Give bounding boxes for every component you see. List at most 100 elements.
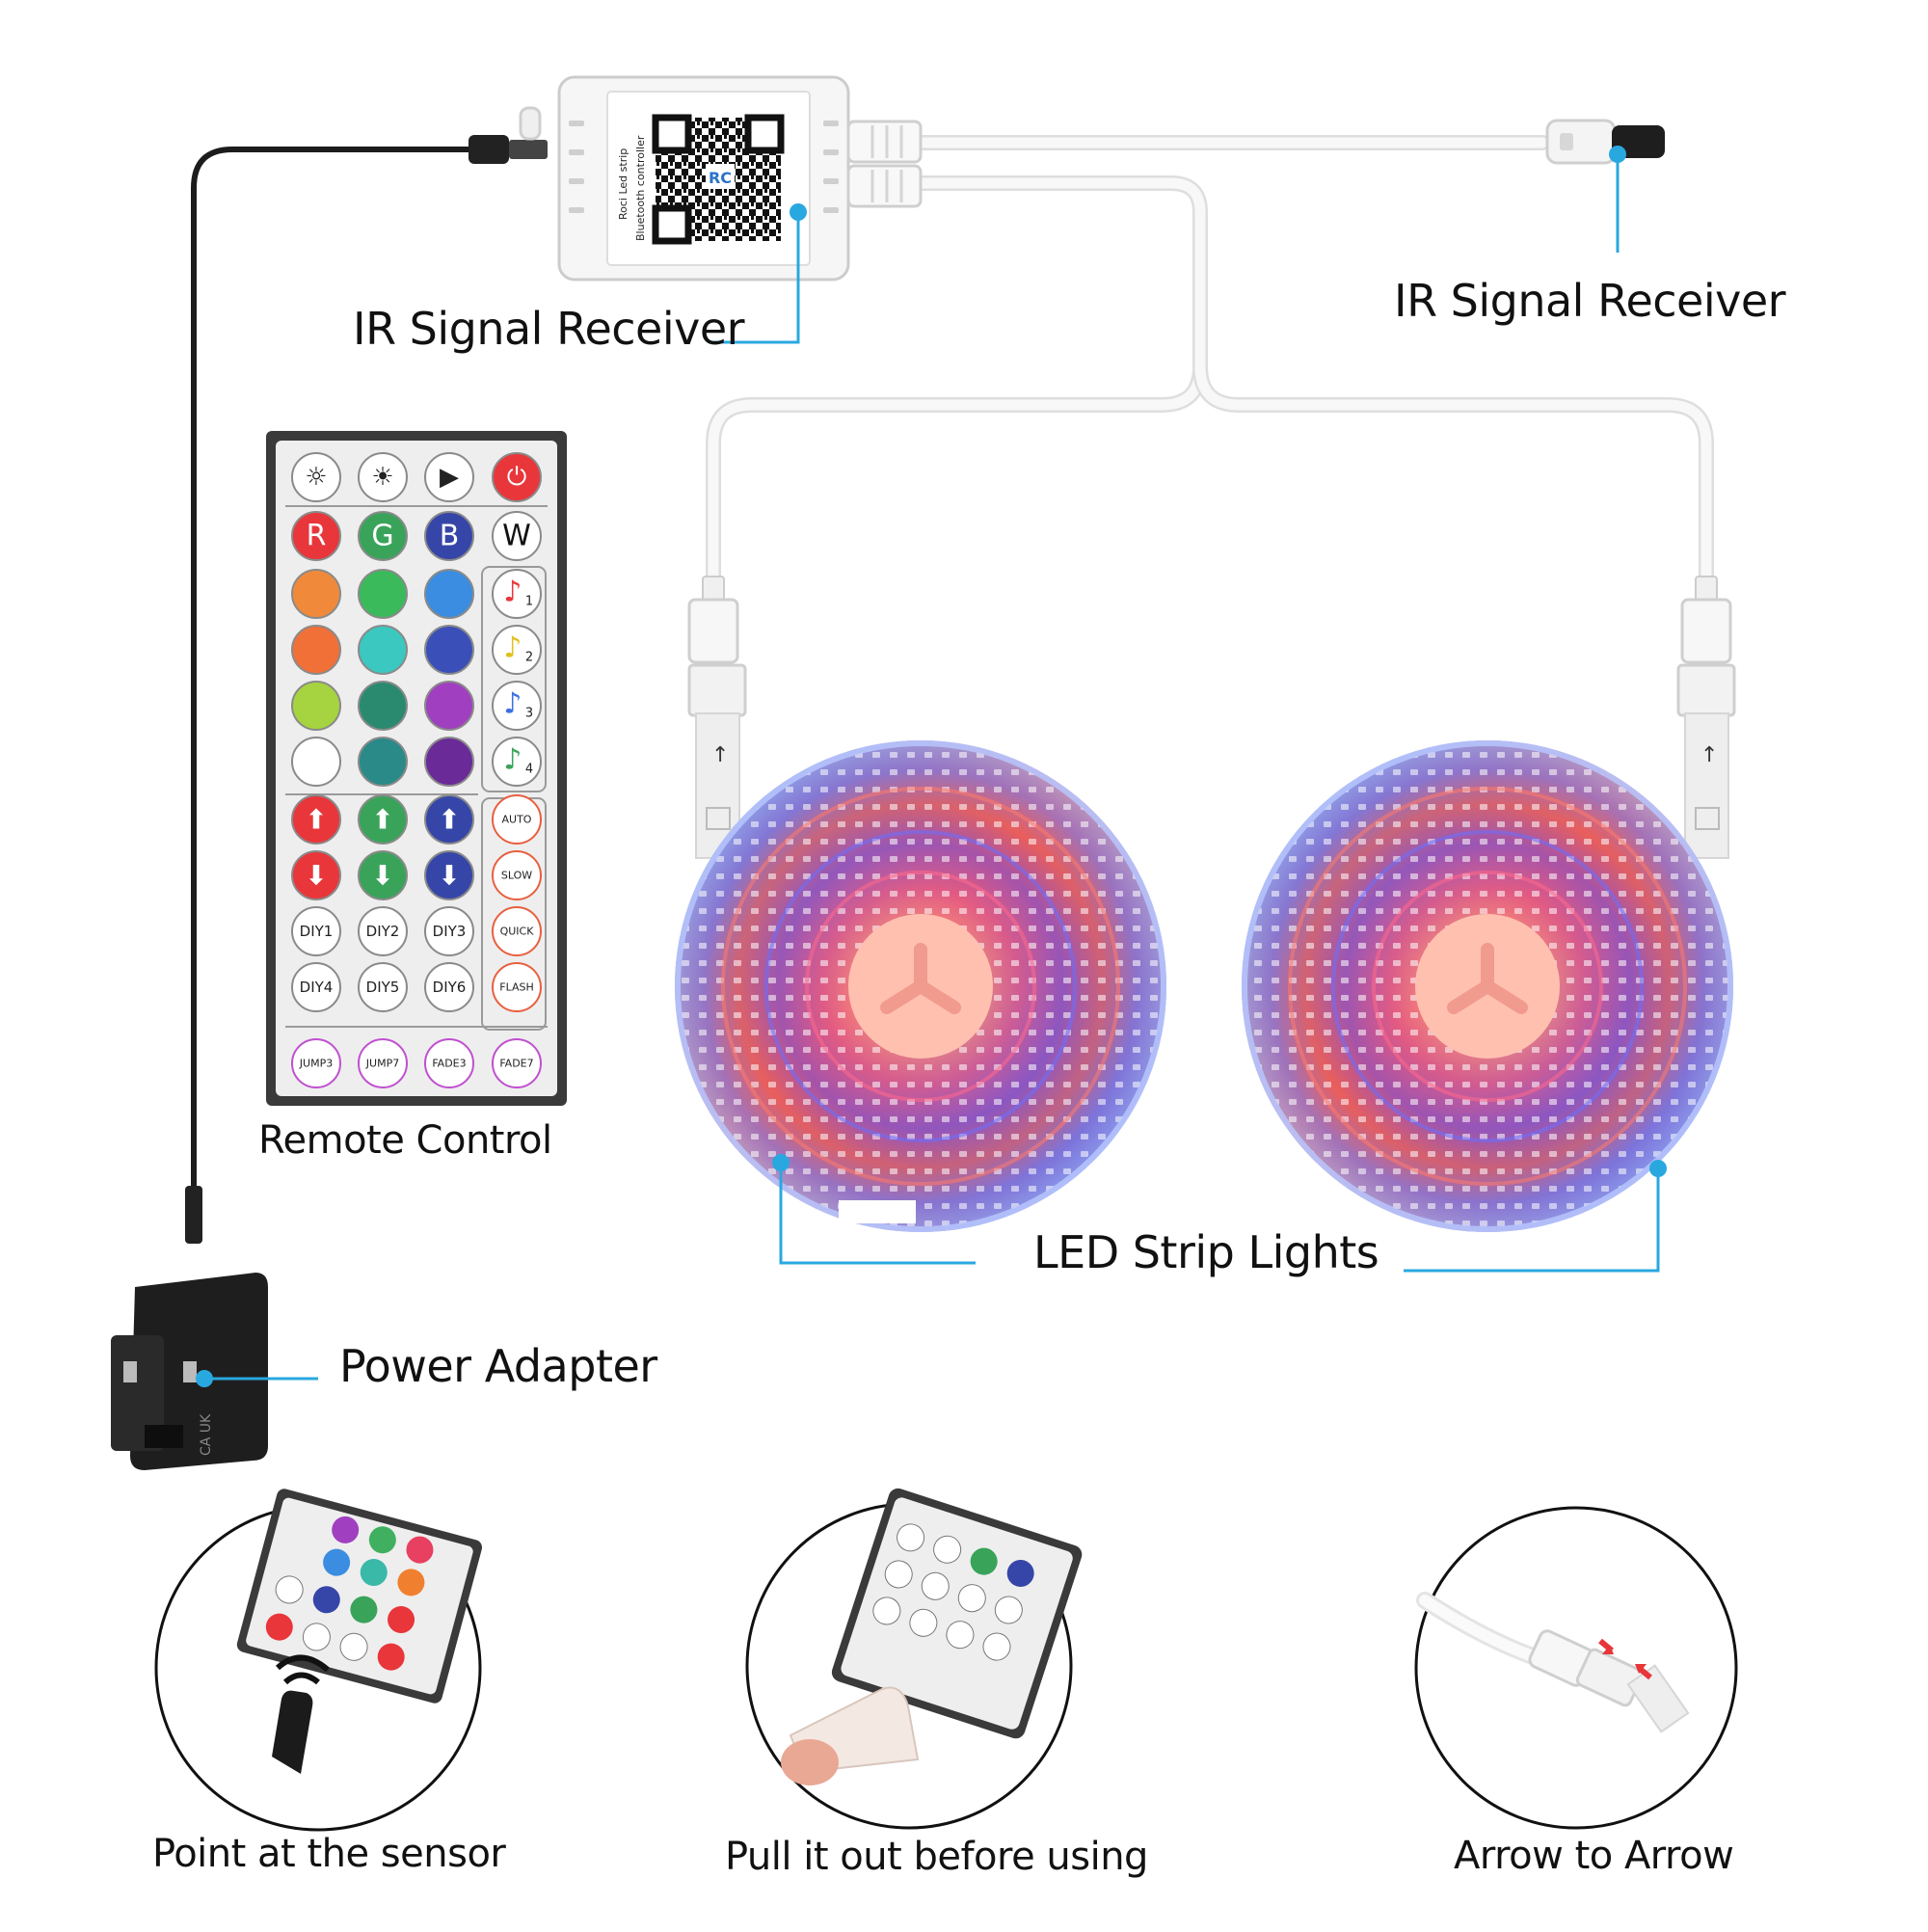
adapter-mark: CA UK	[199, 1413, 214, 1456]
remote-color-button[interactable]	[424, 625, 474, 675]
remote-music-label: 3	[525, 707, 533, 721]
remote-diy2-button[interactable]	[358, 906, 408, 956]
remote-brightness-down-button[interactable]	[291, 452, 341, 502]
remote-diy-label: DIY1	[300, 923, 334, 940]
led-reel-right	[1242, 740, 1733, 1232]
controller-badge: RC	[709, 169, 732, 187]
remote-diy-label: DIY5	[366, 979, 400, 996]
controller-text-2: Bluetooth controller	[634, 135, 647, 241]
remote-diy6-button[interactable]	[424, 962, 474, 1012]
remote-fade3-button[interactable]	[424, 1038, 474, 1088]
remote-color-button[interactable]	[358, 681, 408, 731]
remote-music-2-button[interactable]	[492, 625, 542, 675]
strip-cable-left	[708, 177, 1206, 598]
remote-color-button[interactable]	[291, 625, 341, 675]
remote-play-button[interactable]	[424, 452, 474, 502]
remote-mode-quick-button[interactable]	[492, 906, 542, 956]
dc-plug	[469, 135, 509, 164]
remote-r-button[interactable]	[291, 511, 341, 561]
music-note-icon: ♪	[503, 576, 522, 609]
remote-color-button[interactable]	[424, 737, 474, 787]
remote-diy3-button[interactable]	[424, 906, 474, 956]
strip-arrow-left: ↑	[711, 743, 729, 767]
remote-mode-label: QUICK	[500, 926, 535, 938]
remote-color-button[interactable]	[291, 681, 341, 731]
remote-color-button[interactable]	[291, 569, 341, 619]
remote-color-button[interactable]	[291, 737, 341, 787]
remote-g-button[interactable]	[358, 511, 408, 561]
strip-connector-right: ↑	[1676, 576, 1736, 859]
remote-color-button[interactable]	[358, 625, 408, 675]
brightness-up-icon: ☀	[371, 463, 393, 492]
arrow-down-icon: ⬇	[371, 860, 393, 892]
remote-mode-auto-button[interactable]	[492, 794, 542, 845]
step-circle-3	[1414, 1506, 1738, 1830]
remote-down-button[interactable]	[358, 850, 408, 900]
remote-bottom-label: JUMP7	[365, 1058, 399, 1070]
remote-w-button[interactable]	[492, 511, 542, 561]
remote-diy-label: DIY3	[433, 923, 467, 940]
remote-diy4-button[interactable]	[291, 962, 341, 1012]
remote-diy-label: DIY6	[433, 979, 467, 996]
remote-bottom-label: JUMP3	[299, 1058, 333, 1070]
arrow-up-icon: ⬆	[305, 804, 327, 836]
remote-music-4-button[interactable]	[492, 737, 542, 787]
remote-up-button[interactable]	[291, 794, 341, 845]
arrow-up-icon: ⬆	[371, 804, 393, 836]
strip-cable-right	[1194, 365, 1712, 598]
remote-down-button[interactable]	[291, 850, 341, 900]
remote-music-label: 4	[525, 763, 533, 777]
power-adapter: CA UK	[111, 1273, 268, 1470]
remote-fade7-button[interactable]	[492, 1038, 542, 1088]
controller-connectors	[846, 120, 923, 208]
remote-mode-flash-button[interactable]	[492, 962, 542, 1012]
strip-connector-left: ↑	[687, 576, 747, 859]
music-note-icon: ♪	[503, 687, 522, 721]
remote-color-button[interactable]	[358, 737, 408, 787]
music-note-icon: ♪	[503, 631, 522, 665]
remote-mode-label: FLASH	[499, 981, 534, 994]
controller-text-1: Roci Led strip	[617, 148, 629, 220]
arrow-up-icon: ⬆	[438, 804, 460, 836]
ir-receiver-head	[1545, 119, 1665, 165]
play-icon: ▶	[440, 463, 459, 492]
remote-b-button[interactable]	[424, 511, 474, 561]
remote-brightness-up-button[interactable]	[358, 452, 408, 502]
remote-b-label: B	[440, 520, 460, 553]
remote-mode-slow-button[interactable]	[492, 850, 542, 900]
remote-mode-label: SLOW	[501, 870, 532, 882]
remote-bottom-label: FADE7	[499, 1058, 533, 1070]
remote-power-button[interactable]	[492, 452, 542, 502]
label-ir-receiver-right: IR Signal Receiver	[1394, 275, 1786, 327]
power-cable	[191, 147, 509, 1205]
remote-diy5-button[interactable]	[358, 962, 408, 1012]
remote-diy1-button[interactable]	[291, 906, 341, 956]
label-step-3: Arrow to Arrow	[1454, 1834, 1734, 1878]
remote-music-label: 1	[525, 595, 533, 609]
remote-color-button[interactable]	[358, 569, 408, 619]
remote-g-label: G	[371, 520, 393, 553]
dc-plug-tip	[509, 140, 548, 159]
label-ir-receiver-left: IR Signal Receiver	[353, 303, 745, 355]
remote-down-button[interactable]	[424, 850, 474, 900]
remote-up-button[interactable]	[358, 794, 408, 845]
led-reel-left	[675, 740, 1166, 1232]
remote-bottom-label: FADE3	[432, 1058, 466, 1070]
label-step-2: Pull it out before using	[725, 1835, 1148, 1879]
strip-arrow-right: ↑	[1700, 743, 1718, 767]
arrow-down-icon: ⬇	[438, 860, 460, 892]
callout-lines	[207, 154, 1660, 1381]
arrow-down-icon: ⬇	[305, 860, 327, 892]
remote-jump3-button[interactable]	[291, 1038, 341, 1088]
label-led-strips: LED Strip Lights	[1033, 1226, 1379, 1278]
remote-music-3-button[interactable]	[492, 681, 542, 731]
remote-music-1-button[interactable]	[492, 569, 542, 619]
remote-color-button[interactable]	[424, 569, 474, 619]
remote-up-button[interactable]	[424, 794, 474, 845]
power-icon: ⏻	[507, 463, 527, 492]
remote-jump7-button[interactable]	[358, 1038, 408, 1088]
remote-color-button[interactable]	[424, 681, 474, 731]
